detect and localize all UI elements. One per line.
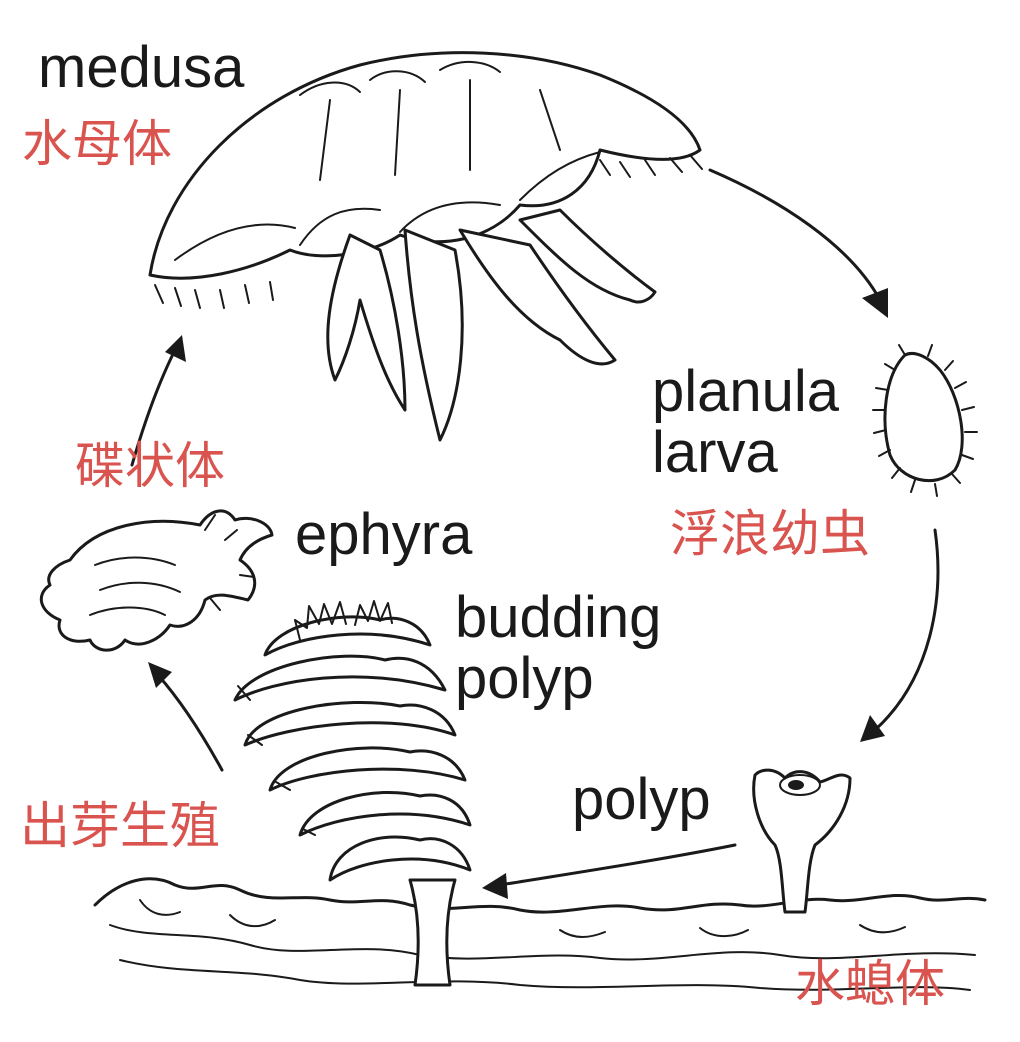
budding-polyp-label: budding polyp	[455, 585, 662, 711]
arrow-ephyra-to-medusa	[130, 348, 177, 467]
arrow-planula-to-polyp-head	[860, 715, 885, 742]
ephyra-label: ephyra	[295, 502, 473, 567]
planula-larva-illustration	[872, 344, 978, 497]
polyp-illustration	[752, 768, 852, 914]
ephyra-chinese-label: 碟状体	[75, 437, 225, 495]
arrow-polyp-to-budding-head	[482, 873, 508, 899]
arrow-medusa-to-planula	[708, 168, 882, 302]
medusa-illustration	[148, 51, 703, 442]
cycle-arrows	[130, 168, 940, 899]
arrow-polyp-to-budding	[498, 843, 737, 887]
arrow-budding-to-ephyra	[156, 673, 224, 772]
arrow-medusa-to-planula-head	[862, 288, 888, 318]
planula-larva-label: planula larva	[652, 359, 840, 485]
arrow-budding-to-ephyra-head	[148, 662, 172, 688]
budding-polyp-illustration	[233, 600, 472, 987]
arrow-planula-to-polyp	[873, 528, 940, 732]
polyp-chinese-label: 水螅体	[795, 955, 945, 1013]
budding-chinese-label: 出芽生殖	[20, 797, 220, 855]
planula-chinese-label: 浮浪幼虫	[670, 505, 870, 563]
medusa-chinese-label: 水母体	[22, 115, 172, 173]
arrow-ephyra-to-medusa-head	[165, 335, 186, 362]
medusa-label: medusa	[38, 35, 245, 100]
polyp-label: polyp	[572, 767, 711, 832]
ephyra-illustration	[39, 509, 274, 652]
seabed-ground	[93, 877, 987, 991]
